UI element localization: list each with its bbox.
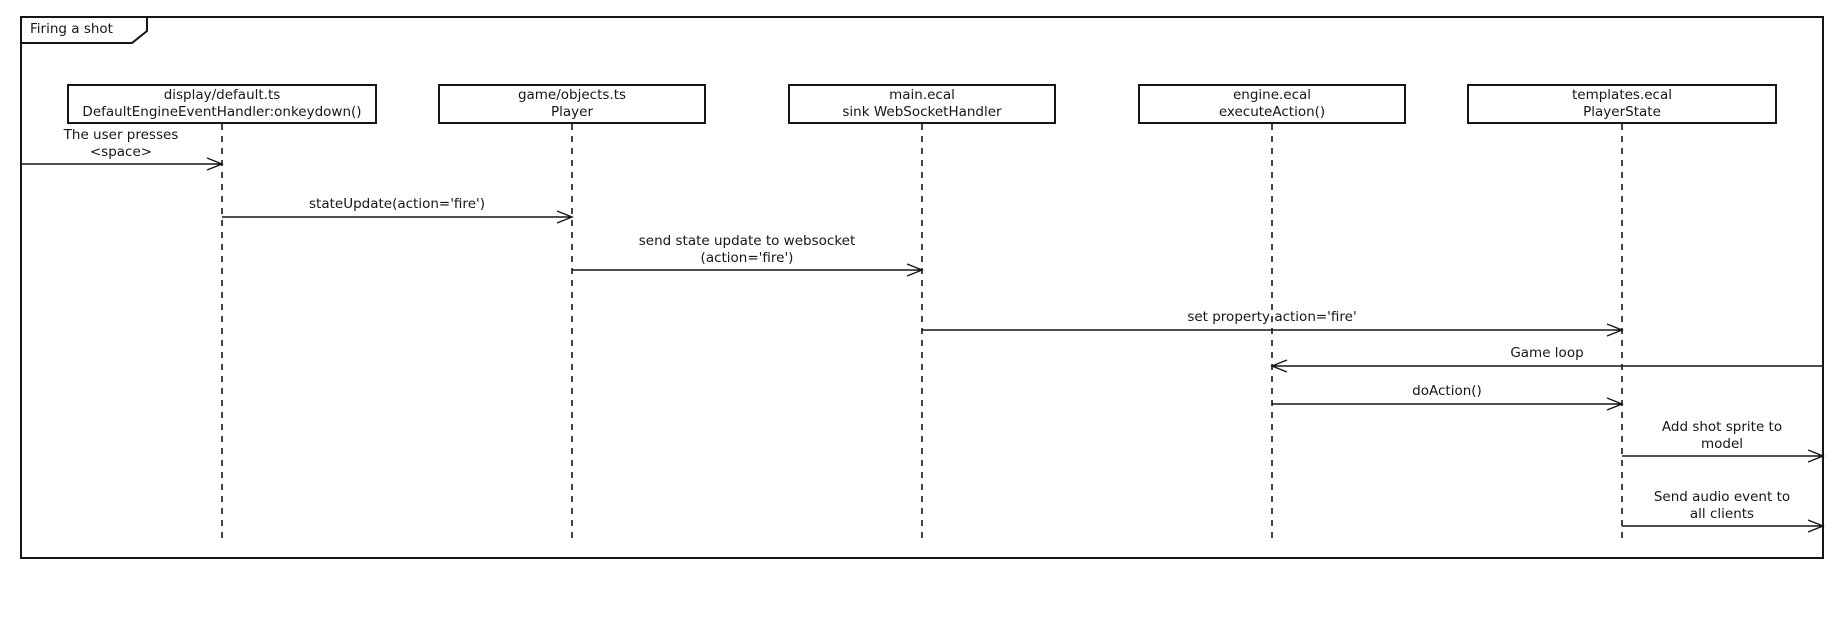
arrow-user-presses-space [21, 157, 224, 171]
message-label-user-presses-space: The user presses <space> [63, 127, 179, 160]
participant-name-line: executeAction() [1218, 104, 1326, 120]
message-label-game-loop: Game loop [1510, 345, 1584, 361]
frame-border [20, 16, 1824, 559]
participant-name-line: display/default.ts [163, 87, 281, 103]
participant-name-line: templates.ecal [1571, 87, 1673, 103]
arrow-game-loop [1270, 359, 1823, 373]
participant-name-line: PlayerState [1583, 104, 1661, 120]
participant-name-line: game/objects.ts [517, 87, 627, 103]
participant-name-line: engine.ecal [1232, 87, 1312, 103]
frame-title: Firing a shot [30, 21, 113, 37]
participant-name-line: Player [550, 104, 593, 120]
arrow-state-update [222, 210, 574, 224]
arrow-send-state-update-websocket [572, 263, 924, 277]
message-label-do-action: doAction() [1412, 383, 1482, 399]
message-label-send-state-update: send state update to websocket (action='… [638, 233, 856, 266]
message-label-set-property-action-fire: set property action='fire' [1187, 309, 1357, 325]
participant-game-objects-ts: game/objects.ts Player [438, 84, 706, 124]
message-label-add-shot-sprite: Add shot sprite to model [1661, 419, 1783, 452]
participant-name-line: main.ecal [889, 87, 955, 103]
arrow-add-shot-sprite [1622, 449, 1825, 463]
participant-templates-ecal: templates.ecal PlayerState [1467, 84, 1777, 124]
participant-name-line: DefaultEngineEventHandler:onkeydown() [82, 104, 362, 120]
participant-engine-ecal: engine.ecal executeAction() [1138, 84, 1406, 124]
participant-display-default-ts: display/default.ts DefaultEngineEventHan… [67, 84, 377, 124]
message-label-state-update: stateUpdate(action='fire') [309, 196, 485, 212]
frame-title-tab [20, 16, 148, 44]
arrow-set-property-action-fire [922, 323, 1624, 337]
participant-name-line: sink WebSocketHandler [842, 104, 1002, 120]
message-label-send-audio-event: Send audio event to all clients [1653, 489, 1791, 522]
participant-main-ecal: main.ecal sink WebSocketHandler [788, 84, 1056, 124]
arrow-do-action [1272, 397, 1624, 411]
arrow-send-audio-event [1622, 519, 1825, 533]
